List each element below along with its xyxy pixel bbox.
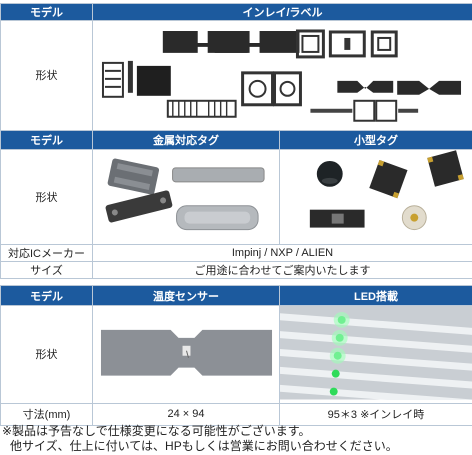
metal-tag-image: [92, 148, 280, 246]
size-value: ご用途に合わせてご案内いたします: [92, 261, 472, 280]
header-led: LED搭載: [279, 285, 472, 306]
sensor-spec-table: モデル 温度センサー LED搭載 形状: [0, 285, 472, 426]
led-image: [269, 305, 472, 407]
product-spec-table: モデル インレイ/ラベル 形状: [0, 3, 472, 280]
temp-sensor-image: [92, 305, 280, 404]
inlay-image: [92, 20, 472, 131]
header-small-tag: 小型タグ: [279, 129, 472, 150]
led-dimensions: 95＊3 ※インレイ時: [279, 402, 472, 426]
inlay-label-photo: [101, 29, 462, 122]
temp-sensor-dimensions: 24 × 94: [92, 402, 280, 426]
header-model-2: モデル: [0, 129, 93, 150]
row-label-ic-maker: 対応ICメーカー: [0, 244, 93, 263]
temp-sensor-photo: [100, 329, 273, 376]
row-label-shape-2: 形状: [0, 148, 93, 246]
header-temp-sensor: 温度センサー: [92, 285, 280, 306]
ic-maker-value: Impinj / NXP / ALIEN: [92, 244, 472, 263]
small-tag-image: [279, 148, 472, 246]
row-label-shape-3: 形状: [0, 305, 93, 404]
row-label-size: サイズ: [0, 261, 93, 280]
footnote-contact: 他サイズ、仕上に付いては、HPもしくは営業にお問い合わせください。: [10, 439, 398, 453]
row-label-shape: 形状: [0, 20, 93, 131]
row-label-dimensions: 寸法(mm): [0, 402, 93, 426]
header-model: モデル: [0, 3, 93, 21]
small-tag-photo: [309, 149, 464, 230]
header-model-3: モデル: [0, 285, 93, 306]
header-inlay-label: インレイ/ラベル: [92, 3, 472, 21]
footnote-spec-change: ※製品は予告なしで仕様変更になる可能性がございます。: [2, 424, 311, 438]
metal-tag-photo: [105, 158, 265, 230]
header-metal-tag: 金属対応タグ: [92, 129, 280, 150]
led-inlay-photo: [269, 306, 472, 407]
